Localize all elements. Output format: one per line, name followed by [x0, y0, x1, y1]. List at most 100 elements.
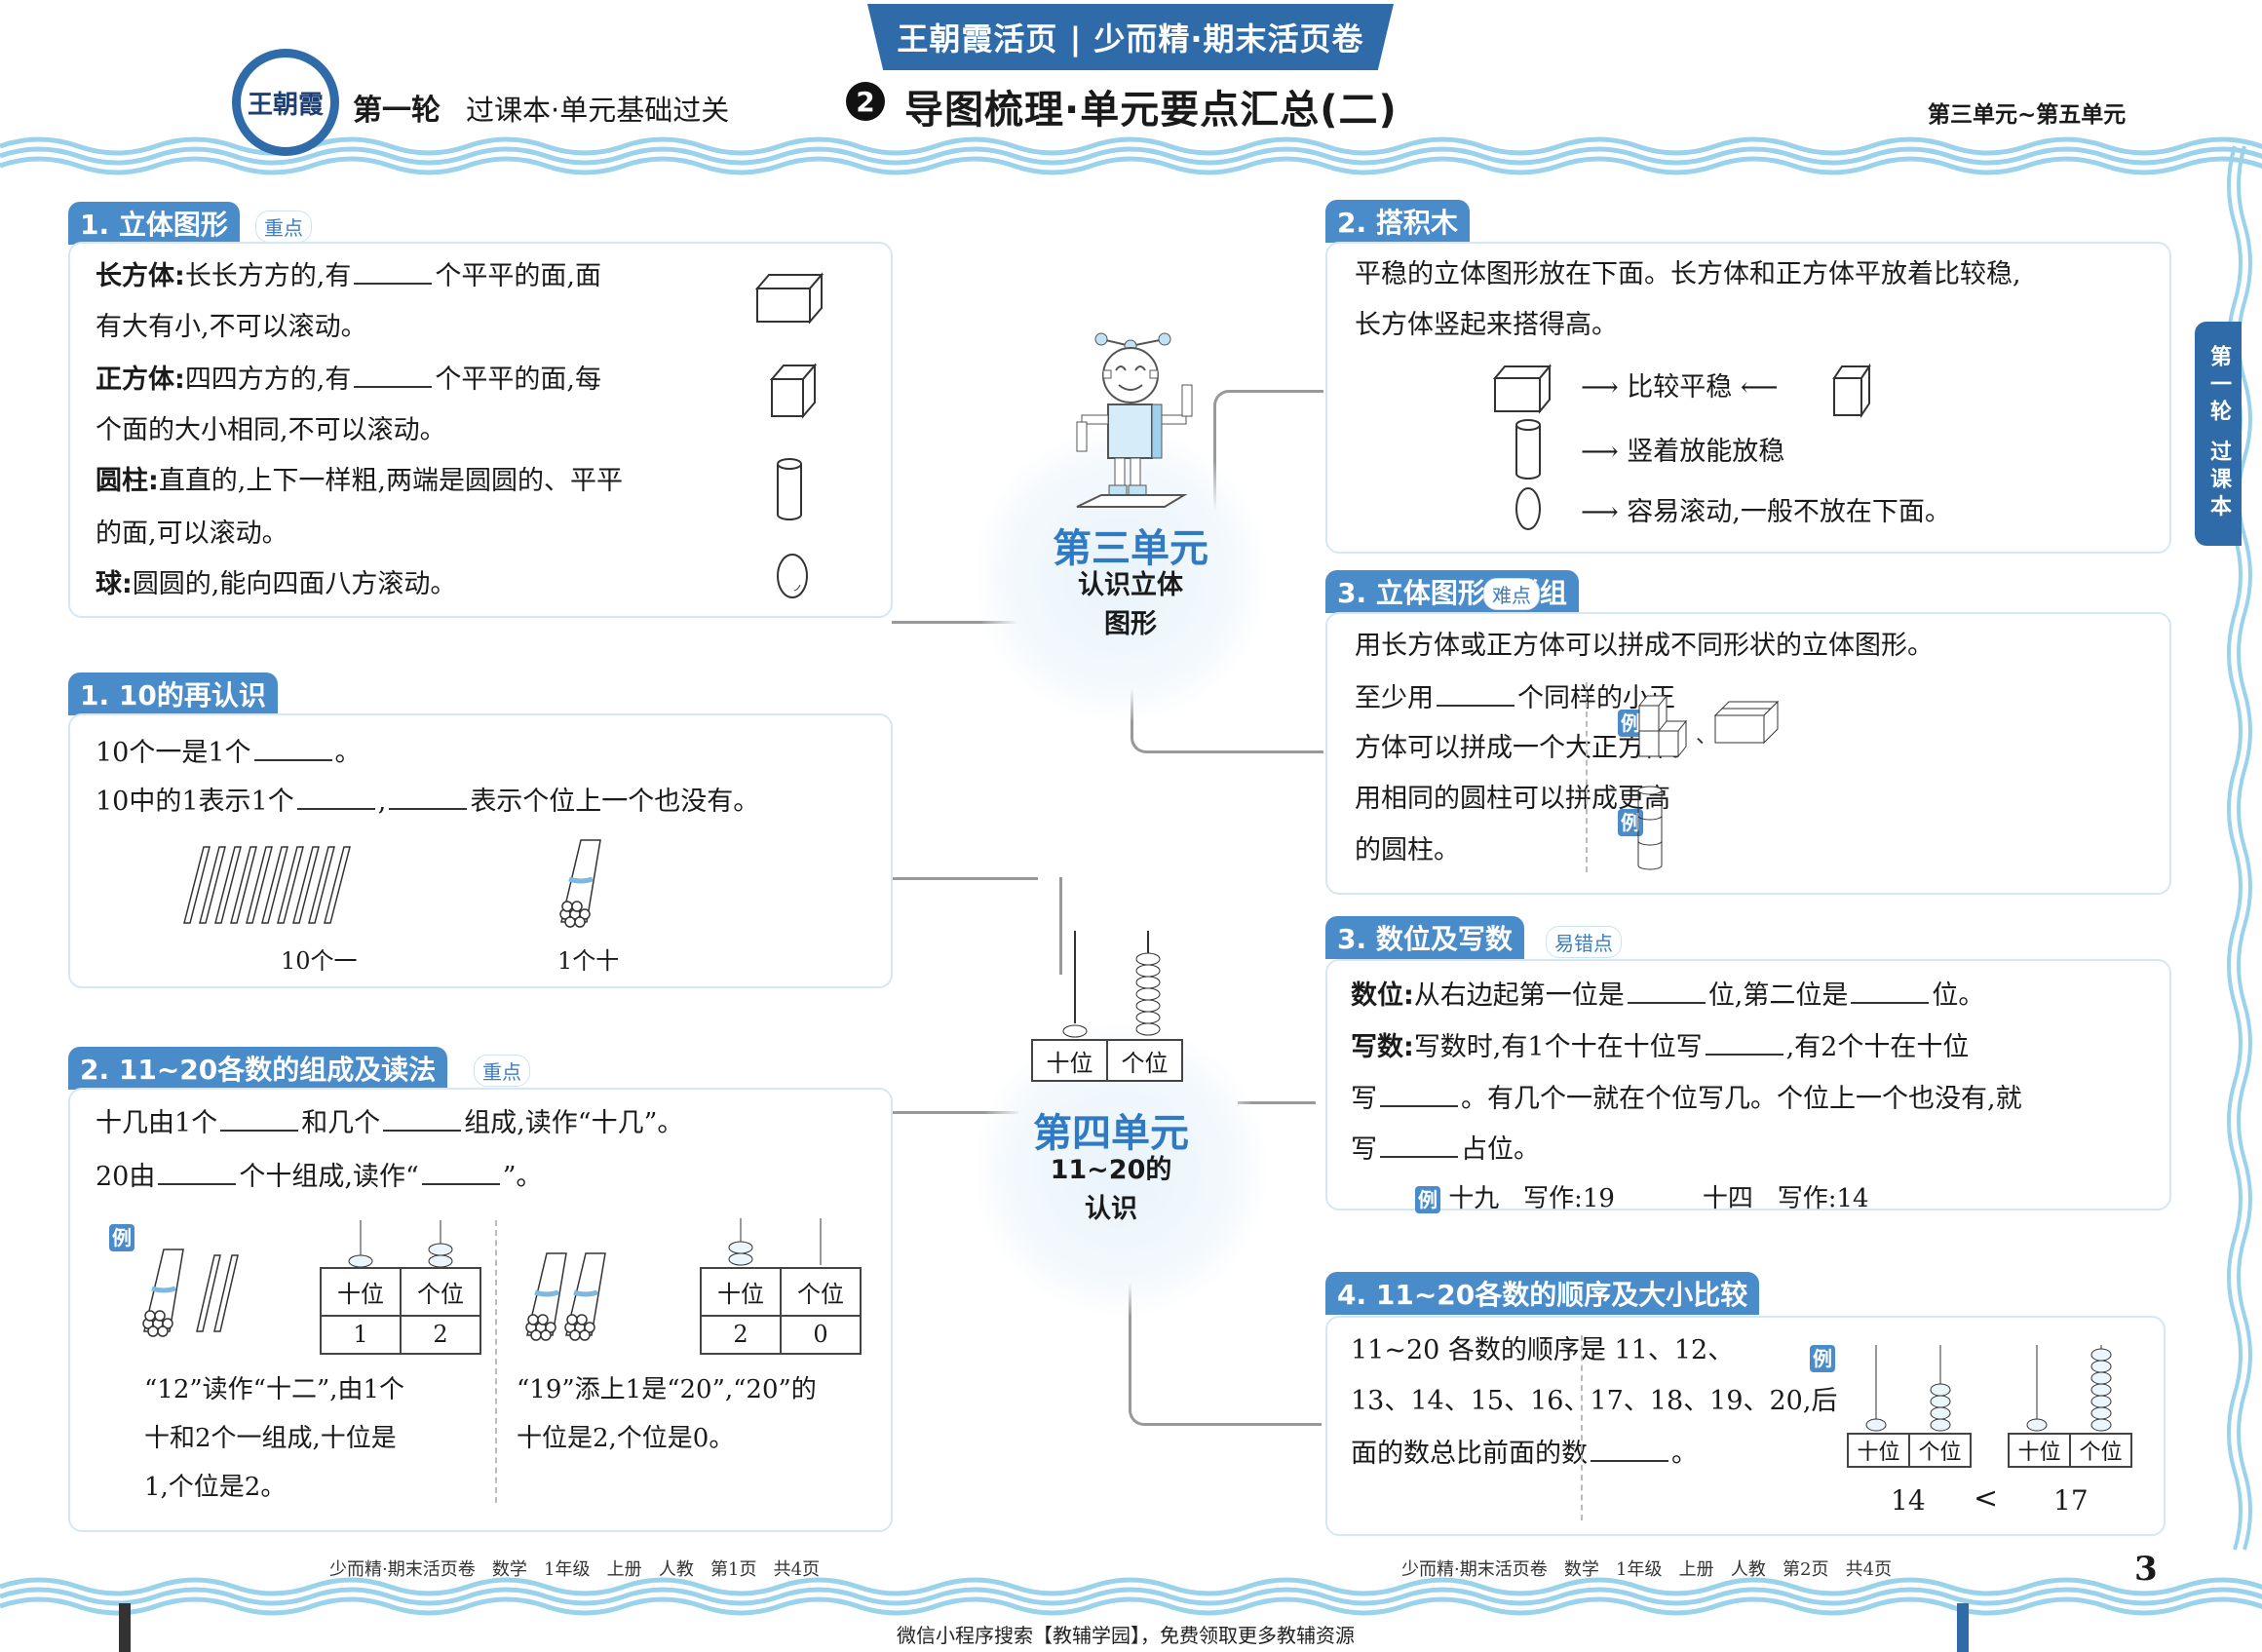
order-blank-line: 面的数总比前面的数。: [1351, 1435, 1698, 1472]
sphere-term: 球:: [96, 569, 133, 599]
example-label: 例: [109, 1224, 134, 1251]
answer-blank[interactable]: [1591, 1435, 1668, 1462]
key-point-badge: 重点: [255, 211, 312, 243]
place-value-card: [1325, 959, 2171, 1210]
building-blocks-card: [1325, 242, 2171, 554]
abacus-17-icon: [2026, 1345, 2112, 1432]
dashed-divider: [1586, 682, 1588, 872]
page-number: 3: [2134, 1550, 2158, 1589]
brand-banner: 王朝霞活页 | 少而精·期末活页卷: [867, 4, 1394, 70]
text-line: 用长方体或正方体可以拼成不同形状的立体图形。: [1355, 631, 1934, 661]
connector-line: [1129, 1228, 1322, 1426]
unit3-title: 第三单元: [1053, 526, 1208, 571]
answer-blank[interactable]: [1380, 1131, 1458, 1158]
cubes-combined-icon: 、: [1637, 694, 1780, 758]
cube-icon: [769, 363, 818, 419]
answer-blank[interactable]: [1627, 977, 1706, 1004]
connector-line: [892, 877, 1038, 880]
example-label: 例: [1618, 809, 1643, 836]
unit3-subtitle-line2: 图形: [1104, 609, 1157, 639]
ordering-card: [1325, 1316, 2166, 1536]
svg-text:、: 、: [1696, 724, 1717, 749]
abacus-12-icon: [348, 1220, 453, 1268]
abacus-20-icon: [728, 1218, 822, 1266]
place-line: 数位:从右边起第一位是位,第二位是位。: [1351, 977, 1984, 1014]
answer-blank[interactable]: [354, 361, 433, 388]
answer-blank[interactable]: [1851, 977, 1930, 1004]
cylinder-term: 圆柱:: [96, 466, 159, 496]
abacus-14-icon: [1865, 1345, 1951, 1432]
section-tag-ten-again: 1. 10的再认识: [68, 672, 278, 715]
answer-blank[interactable]: [383, 1104, 462, 1132]
writing-line: 写数:写数时,有1个十在十位写,有2个十在十位: [1351, 1028, 1969, 1065]
text-line: 11~20 各数的顺序是 11、12、: [1351, 1335, 1735, 1365]
answer-blank[interactable]: [421, 1158, 500, 1185]
example-text: 1,个位是2。: [144, 1473, 287, 1502]
text-line: 的圆柱。: [1355, 835, 1460, 865]
connector-line: [1059, 877, 1062, 975]
answer-blank[interactable]: [389, 783, 468, 810]
logo-text: 王朝霞: [247, 90, 324, 120]
answer-blank[interactable]: [220, 1104, 299, 1132]
arrow-stable-label: ⟶ 比较平稳 ⟵: [1581, 372, 1779, 403]
place-value-table-17: 十位个位: [2008, 1433, 2132, 1468]
robot-illustration: [1076, 332, 1193, 508]
cylinder-icon: [777, 458, 802, 520]
cylinder-line: 圆柱:直直的,上下一样粗,两端是圆圆的、平平: [96, 466, 623, 496]
right-binding-mark: [1957, 1603, 1969, 1652]
answer-blank[interactable]: [354, 257, 433, 285]
unit3-subtitle-line1: 认识立体: [1078, 570, 1183, 600]
twenty-composition-line: 20由个十组成,读作“”。: [96, 1158, 543, 1195]
answer-blank[interactable]: [158, 1158, 237, 1185]
cube-term: 正方体:: [96, 365, 185, 395]
teens-composition-line: 十几由1个和几个组成,读作“十几”。: [96, 1104, 683, 1141]
unit4-subtitle-line1: 11~20的: [1050, 1155, 1172, 1185]
example-text: “19”添上1是“20”,“20”的: [517, 1375, 817, 1404]
section-tag-composition: 2. 11~20各数的组成及读法: [68, 1047, 448, 1090]
arrow-right-icon: ⟶: [1581, 437, 1628, 467]
abacus-illustration: [1062, 931, 1161, 1038]
promo-footnote: 微信小程序搜索【教辅学园】，免费领取更多教辅资源: [897, 1624, 1355, 1647]
arrow-upright-label: ⟶ 竖着放能放稳: [1581, 437, 1785, 467]
ten-ones-caption: 10个一: [281, 947, 358, 975]
cube-line: 正方体:四四方方的,有个平平的面,每: [96, 361, 601, 398]
cylinder-icon: [1515, 419, 1541, 480]
answer-blank[interactable]: [296, 783, 375, 810]
sphere-icon: [1515, 487, 1541, 530]
arrow-right-icon: ⟶: [1581, 372, 1628, 403]
ones-label: 个位: [1106, 1039, 1183, 1082]
example-text: “12”读作“十二”,由1个: [144, 1375, 405, 1404]
tens-label: 十位: [1031, 1039, 1108, 1082]
section-tag-ordering: 4. 11~20各数的顺序及大小比较: [1325, 1272, 1760, 1315]
example-label: 例: [1415, 1186, 1440, 1213]
right-number: 17: [2053, 1484, 2089, 1517]
stacked-cylinders-icon: [1637, 786, 1663, 870]
section-number-badge: 2: [846, 82, 885, 121]
unit4-subtitle-line2: 认识: [1085, 1194, 1137, 1224]
left-number: 14: [1891, 1484, 1926, 1517]
answer-blank[interactable]: [1437, 679, 1514, 707]
bundle-of-ten-icon: [559, 839, 601, 928]
text-line: 13、14、15、16、17、18、19、20,后: [1351, 1386, 1838, 1416]
sphere-icon: [777, 554, 808, 598]
answer-blank[interactable]: [253, 734, 332, 761]
brand-logo: 王朝霞: [232, 49, 339, 156]
side-tab-round: 第一轮 过课本: [2195, 322, 2242, 546]
ten-ones-line: 10个一是1个。: [96, 734, 362, 771]
top-wave-decoration: [0, 136, 2262, 175]
bundle-and-sticks-icon: [142, 1249, 239, 1337]
answer-blank[interactable]: [1380, 1080, 1458, 1107]
section-tag-solid-shapes: 1. 立体图形: [68, 202, 240, 245]
two-bundles-icon: [525, 1252, 606, 1341]
cuboid-term: 长方体:: [96, 261, 185, 291]
text-line: 有大有小,不可以滚动。: [96, 312, 367, 342]
connector-line: [892, 621, 1057, 624]
arrow-rolls-label: ⟶ 容易滚动,一般不放在下面。: [1581, 497, 1951, 527]
cube-icon: [1832, 363, 1871, 419]
section-tag-place-value: 3. 数位及写数: [1325, 916, 1524, 959]
example-text: 十位是2,个位是0。: [517, 1424, 735, 1453]
answer-blank[interactable]: [1705, 1028, 1783, 1056]
text-line: 用相同的圆柱可以拼成更高: [1355, 784, 1670, 814]
